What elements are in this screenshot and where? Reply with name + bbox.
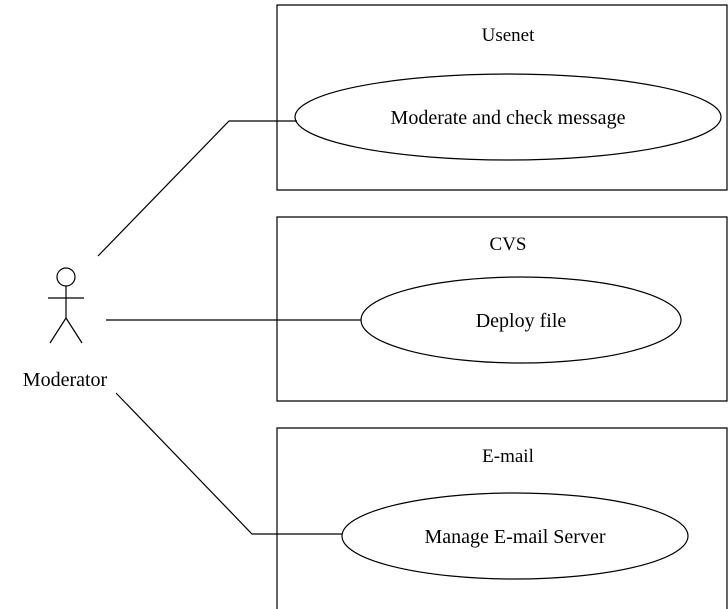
association-manage-email: [115, 392, 342, 535]
use-case-manage-email-label: Manage E-mail Server: [424, 526, 605, 548]
system-boundary-usenet: [276, 4, 728, 191]
system-email: E-mail Manage E-mail Server: [276, 427, 728, 609]
use-case-moderate-label: Moderate and check message: [391, 107, 626, 129]
association-moderate: [97, 120, 297, 257]
system-title-cvs: CVS: [490, 234, 527, 255]
actor-head: [56, 267, 76, 287]
system-cvs: CVS Deploy file: [276, 216, 728, 402]
system-title-email: E-mail: [482, 446, 534, 467]
system-boundary-email: [276, 427, 728, 609]
system-boundary-cvs: [276, 216, 728, 402]
use-case-manage-email-ellipse[interactable]: [341, 492, 689, 580]
actor-moderator-icon[interactable]: [48, 267, 84, 344]
actor-right-leg: [65, 317, 83, 344]
actor-moderator-label: Moderator: [23, 369, 108, 391]
actor-left-leg: [49, 317, 67, 344]
use-case-deploy-label: Deploy file: [476, 310, 567, 332]
use-case-moderate-ellipse[interactable]: [294, 73, 722, 161]
system-title-usenet: Usenet: [482, 25, 535, 46]
system-usenet: Usenet Moderate and check message: [276, 4, 728, 191]
